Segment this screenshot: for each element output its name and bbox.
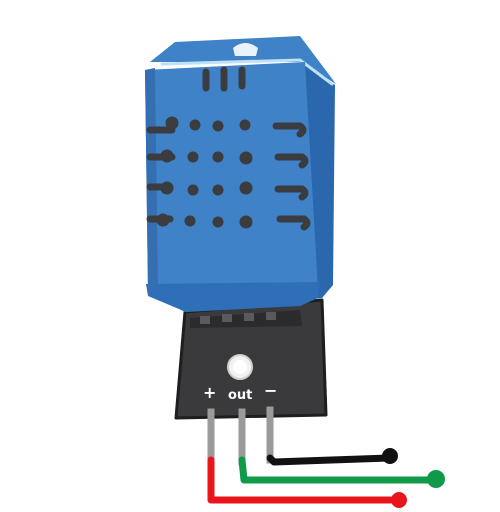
header-pins [207, 406, 274, 466]
pcb-board [174, 298, 328, 420]
pin-label-plus: + [203, 383, 217, 402]
sensor-vents [146, 66, 311, 231]
wire-red [207, 456, 400, 504]
wire-green [238, 456, 436, 484]
wires [207, 448, 445, 508]
pin-label-out: out [228, 388, 253, 403]
wire-black [266, 454, 392, 466]
pin-label-minus: − [264, 381, 278, 400]
